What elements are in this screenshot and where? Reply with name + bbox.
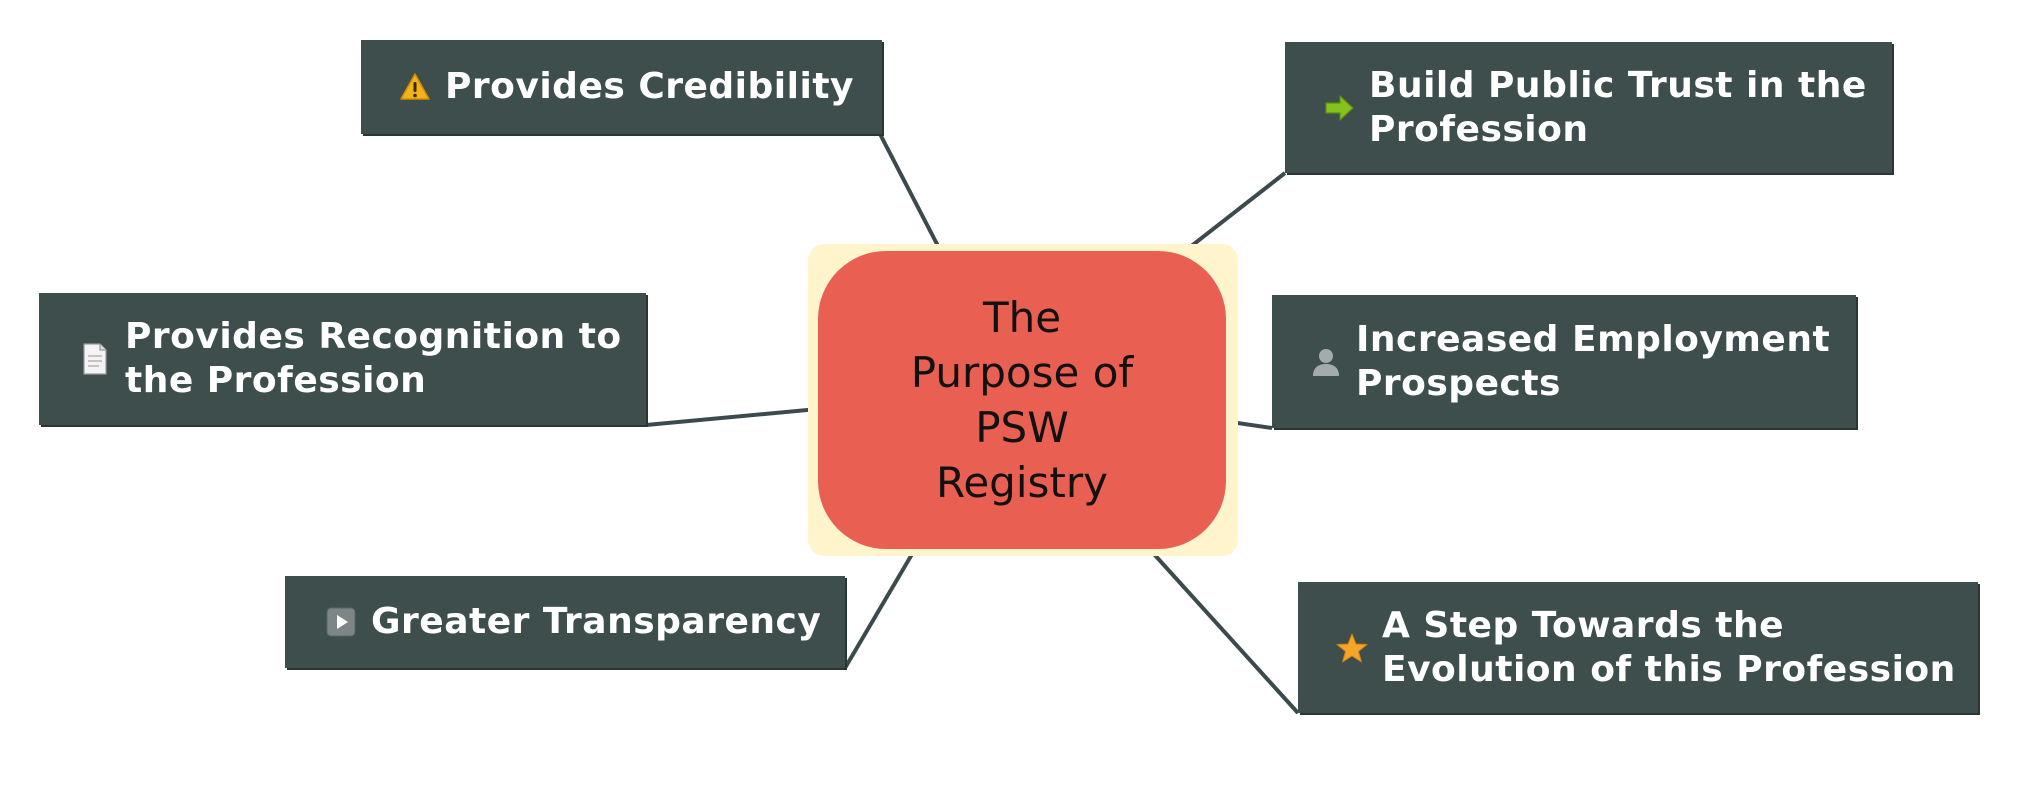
topic-provides-credibility[interactable]: Provides Credibility [361,40,882,134]
document-icon [79,343,111,375]
topic-label: A Step Towards the Evolution of this Pro… [1382,604,1956,690]
warning-icon [399,71,431,103]
topic-increased-employment[interactable]: Increased Employment Prospects [1272,295,1856,428]
central-topic[interactable]: The Purpose of PSW Registry [818,251,1226,549]
topic-label: Provides Credibility [445,66,854,107]
connector-evolution [1141,540,1300,715]
connector-trust [1174,171,1287,260]
topic-step-towards-evolution[interactable]: A Step Towards the Evolution of this Pro… [1298,582,1978,713]
topic-label: Increased Employment Prospects [1356,318,1831,404]
topic-build-public-trust[interactable]: Build Public Trust in the Profession [1285,42,1892,173]
central-topic-title: The Purpose of PSW Registry [910,293,1134,507]
play-icon [325,606,357,638]
topic-greater-transparency[interactable]: Greater Transparency [285,576,845,668]
connector-credibility [878,133,940,247]
connector-transparency [843,542,920,670]
star-icon [1336,632,1368,664]
topic-label: Build Public Trust in the Profession [1369,64,1867,150]
topic-label: Greater Transparency [371,601,822,642]
person-icon [1310,346,1342,378]
connector-recognition [645,407,819,427]
arrow-right-icon [1323,92,1355,124]
topic-label: Provides Recognition to the Profession [125,316,622,401]
topic-provides-recognition[interactable]: Provides Recognition to the Profession [39,293,646,425]
